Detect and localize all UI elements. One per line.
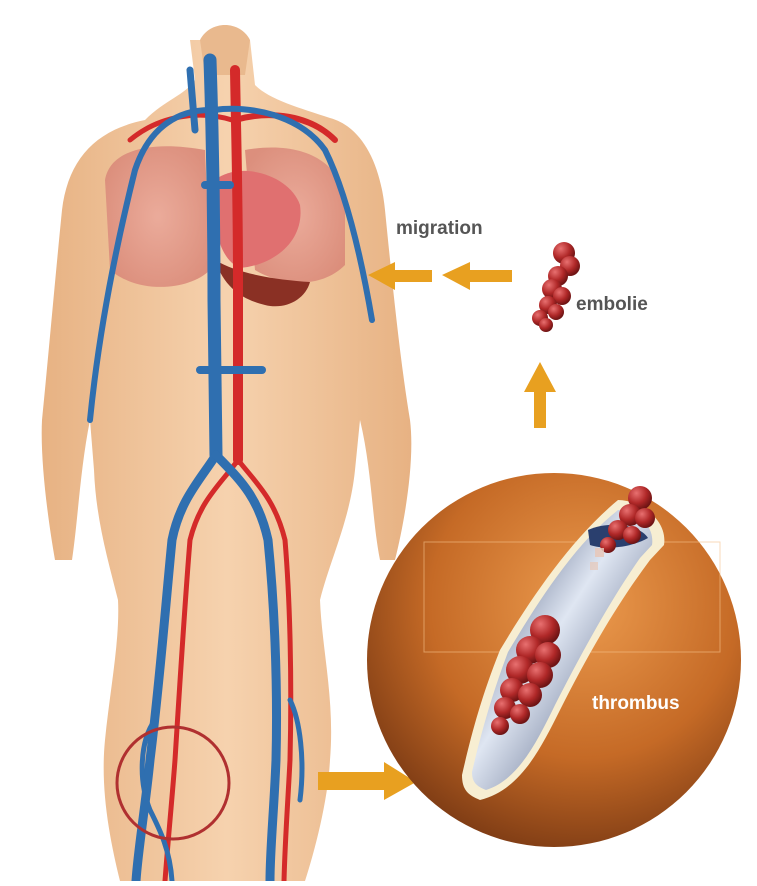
embolus-clot	[532, 242, 580, 332]
embolie-label: embolie	[576, 294, 648, 316]
zoom-inset	[367, 473, 741, 847]
arrow-left-icon	[442, 262, 512, 290]
thrombus-label: thrombus	[592, 693, 680, 715]
human-body	[42, 25, 412, 881]
migration-label: migration	[396, 218, 483, 240]
arrow-up-icon	[524, 362, 556, 428]
